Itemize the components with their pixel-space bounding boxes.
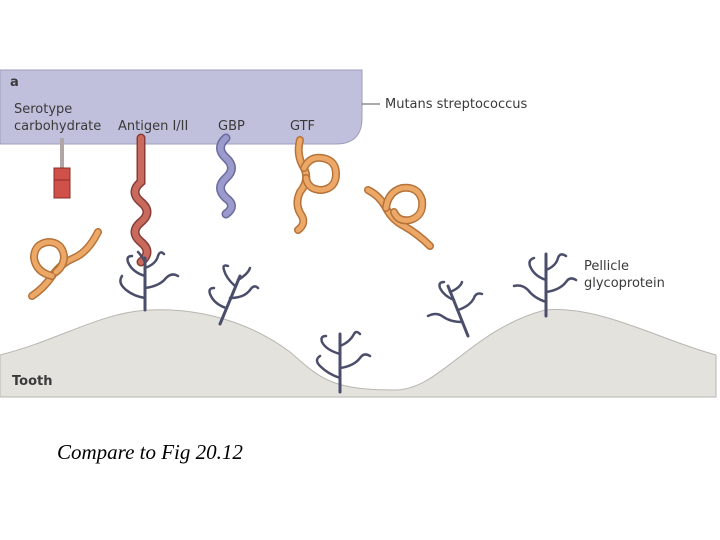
serotype-label-line2: carbohydrate — [14, 119, 101, 134]
tooth-surface — [0, 309, 717, 398]
pellicle-label-line2: glycoprotein — [584, 276, 665, 291]
gbp-label: GBP — [218, 119, 245, 134]
pellicle-label-line1: Pellicle — [584, 259, 629, 274]
bacterium-label: Mutans streptococcus — [385, 97, 528, 112]
serotype-label-line1: Serotype — [14, 102, 72, 117]
figure-caption: Compare to Fig 20.12 — [57, 440, 243, 464]
antigen-label: Antigen I/II — [118, 119, 188, 134]
pellicle-glycoprotein-2 — [208, 264, 260, 326]
pellicle-glycoprotein-3 — [315, 330, 372, 394]
gtf-enzyme-attached — [293, 136, 340, 234]
pellicle-glycoprotein-5 — [512, 252, 578, 318]
serotype-carbohydrate — [53, 138, 71, 199]
tooth-label: Tooth — [12, 374, 52, 389]
panel-letter: a — [10, 75, 19, 90]
pellicle-glycoprotein-1 — [119, 250, 180, 312]
gtf-enzyme-free-left — [28, 228, 102, 300]
gtf-enzyme-free-middle — [364, 183, 434, 250]
bacterium-cell — [0, 69, 363, 145]
gtf-label: GTF — [290, 119, 315, 134]
pellicle-glycoprotein-4 — [426, 280, 484, 338]
